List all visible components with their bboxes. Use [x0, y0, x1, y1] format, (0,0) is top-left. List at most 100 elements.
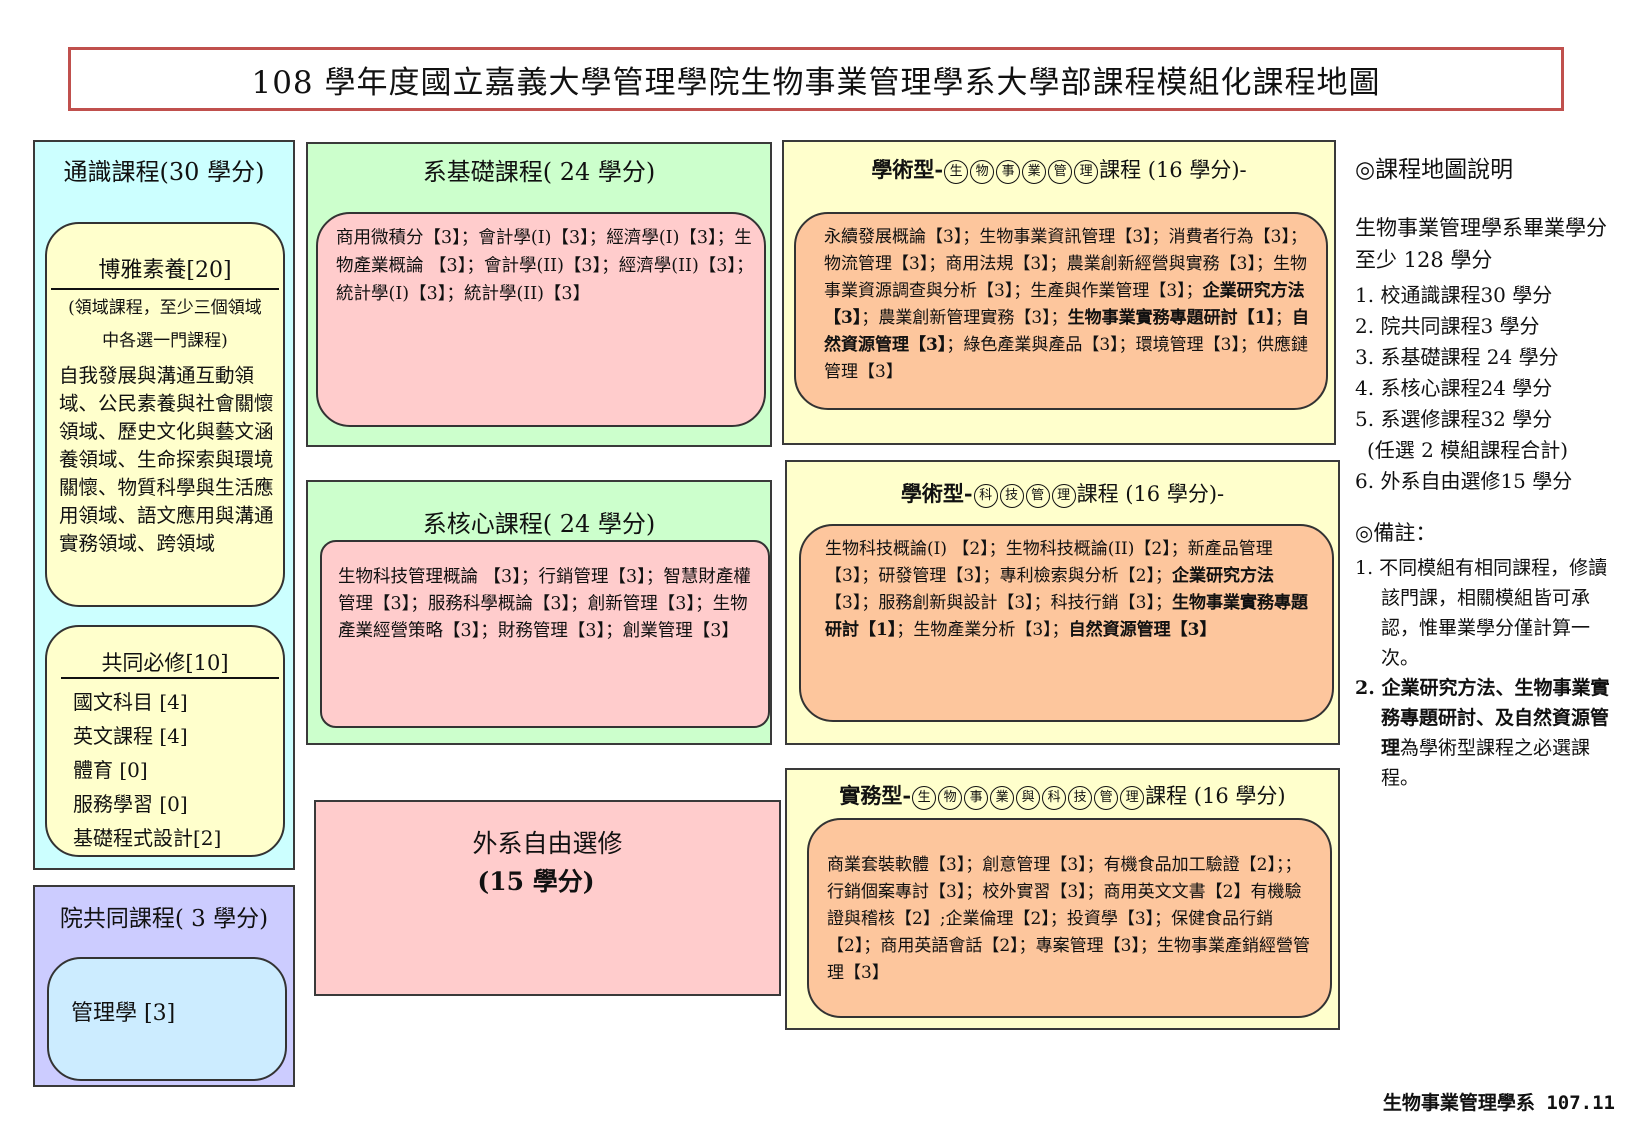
college-common-box: 管理學 [3]: [47, 957, 287, 1081]
circle-char: 理: [1120, 785, 1145, 810]
circle-char: 事: [996, 159, 1021, 184]
circle-char: 技: [1068, 785, 1093, 810]
list-item: 國文科目 [4]: [73, 690, 188, 714]
circle-char: 與: [1016, 785, 1041, 810]
academic-tech-required-2: 生物事業實務專題研討【1】: [825, 593, 1308, 640]
academic-bio-box: 永續發展概論【3】；生物事業資訊管理【3】；消費者行為【3】；物流管理【3】；商…: [794, 212, 1328, 410]
circle-char: 業: [990, 785, 1015, 810]
practical-prefix: 實務型-: [839, 783, 912, 808]
core-courses-panel: 系核心課程( 24 學分) 生物科技管理概論 【3】；行銷管理【3】；智慧財產權…: [306, 480, 772, 745]
academic-tech-required-1: 企業研究方法: [1171, 566, 1274, 586]
academic-bio-text: ；: [1275, 308, 1292, 328]
core-courses-list: 生物科技管理概論 【3】；行銷管理【3】；智慧財產權管理【3】；服務科學概論【3…: [338, 567, 751, 641]
notes-intro: 生物事業管理學系畢業學分至少 128 學分: [1355, 216, 1607, 272]
circle-char: 業: [1022, 159, 1047, 184]
circle-char: 生: [912, 785, 937, 810]
remarks-list: 1. 不同模組有相同課程，修讀該門課，相關模組皆可承認，惟畢業學分僅計算一次。 …: [1355, 553, 1625, 793]
list-item: 1. 校通識課程30 學分: [1355, 283, 1553, 307]
page-title: 108 學年度國立嘉義大學管理學院生物事業管理學系大學部課程模組化課程地圖: [68, 47, 1564, 111]
circle-char: 理: [1074, 159, 1099, 184]
list-item: 體育 [0]: [73, 758, 148, 782]
practical-panel: 實務型-生物事業與科技管理課程 (16 學分) 商業套裝軟體【3】；創意管理【3…: [785, 768, 1340, 1030]
common-required-divider: [61, 677, 279, 679]
remarks-title: ◎備註：: [1355, 521, 1437, 545]
free-electives-line1: 外系自由選修: [472, 829, 623, 858]
common-required-title: 共同必修[10]: [101, 651, 229, 675]
college-common-course: 管理學 [3]: [71, 1001, 176, 1026]
practical-header: 實務型-生物事業與科技管理課程 (16 學分): [787, 780, 1338, 810]
academic-bio-panel: 學術型-生物事業管理課程 (16 學分)- 永續發展概論【3】；生物事業資訊管理…: [782, 140, 1336, 445]
list-item: 英文課程 [4]: [73, 724, 188, 748]
circle-char: 理: [1051, 483, 1076, 508]
general-education-header: 通識課程(30 學分): [63, 158, 265, 186]
liberal-arts-title: 博雅素養[20]: [98, 258, 232, 283]
circle-char: 技: [999, 483, 1024, 508]
circle-char: 科: [1042, 785, 1067, 810]
academic-bio-circles: 生物事業管理: [943, 158, 1099, 184]
liberal-arts-note: (領域課程，至少三個領域中各選一門課程): [68, 298, 262, 351]
circle-char: 管: [1048, 159, 1073, 184]
remark-bold: 2. 企業研究方法、生物事業實務專題研討、及自然資源管理: [1355, 677, 1610, 759]
academic-tech-panel: 學術型-科技管理課程 (16 學分)- 生物科技概論(I) 【2】；生物科技概論…: [785, 460, 1340, 745]
notes-list: 1. 校通識課程30 學分 2. 院共同課程3 學分 3. 系基礎課程 24 學…: [1355, 280, 1625, 497]
academic-bio-required-2: 生物事業實務專題研討【1】: [1067, 308, 1275, 328]
academic-bio-header: 學術型-生物事業管理課程 (16 學分)-: [784, 154, 1334, 184]
list-item: 3. 系基礎課程 24 學分: [1355, 345, 1559, 369]
list-item: 5. 系選修課程32 學分: [1355, 407, 1553, 431]
academic-bio-text: 永續發展概論【3】；生物事業資訊管理【3】；消費者行為【3】；物流管理【3】；商…: [824, 227, 1307, 301]
common-required-list: 國文科目 [4] 英文課程 [4] 體育 [0] 服務學習 [0] 基礎程式設計…: [73, 685, 221, 855]
academic-bio-list: 永續發展概論【3】；生物事業資訊管理【3】；消費者行為【3】；物流管理【3】；商…: [824, 224, 1312, 386]
academic-tech-required-3: 自然資源管理【3】: [1068, 620, 1217, 640]
circle-char: 管: [1094, 785, 1119, 810]
academic-bio-prefix: 學術型-: [871, 157, 944, 182]
academic-bio-required-1: 企業研究方法【3】: [824, 281, 1305, 328]
circle-char: 事: [964, 785, 989, 810]
list-item: (任選 2 模組課程合計): [1367, 438, 1569, 462]
liberal-arts-box: 博雅素養[20] (領域課程，至少三個領域中各選一門課程) 自我發展與溝通互動領…: [45, 222, 285, 607]
notes-column: ◎課程地圖說明 生物事業管理學系畢業學分至少 128 學分 1. 校通識課程30…: [1355, 150, 1625, 850]
footer-credit: 生物事業管理學系 107.11: [1382, 1092, 1615, 1114]
circle-char: 物: [970, 159, 995, 184]
academic-tech-circles: 科技管理: [973, 482, 1077, 508]
circle-char: 物: [938, 785, 963, 810]
liberal-arts-domains: 自我發展與溝通互動領域、公民素養與社會關懷領域、歷史文化與藝文涵養領域、生命探索…: [59, 364, 274, 555]
liberal-arts-divider: [51, 288, 279, 290]
academic-tech-suffix: 課程 (16 學分)-: [1076, 482, 1225, 506]
list-item: 6. 外系自由選修15 學分: [1355, 469, 1573, 493]
practical-box: 商業套裝軟體【3】；創意管理【3】；有機食品加工驗證【2】；；行銷個案專討【3】…: [807, 818, 1332, 1018]
core-courses-header: 系核心課程( 24 學分): [422, 510, 656, 538]
academic-tech-text: ；生物產業分析【3】；: [896, 620, 1069, 640]
basic-courses-panel: 系基礎課程( 24 學分) 商用微積分【3】；會計學(I)【3】；經濟學(I)【…: [306, 142, 772, 447]
list-item: 4. 系核心課程24 學分: [1355, 376, 1553, 400]
practical-circles: 生物事業與科技管理: [911, 784, 1145, 810]
list-item: 服務學習 [0]: [73, 792, 188, 816]
academic-tech-text: 生物科技概論(I) 【2】；生物科技概論(II)【2】；新產品管理【3】；研發管…: [825, 539, 1273, 586]
remark-item: 1. 不同模組有相同課程，修讀該門課，相關模組皆可承認，惟畢業學分僅計算一次。: [1355, 557, 1608, 669]
academic-tech-list: 生物科技概論(I) 【2】；生物科技概論(II)【2】；新產品管理【3】；研發管…: [825, 536, 1318, 644]
page-title-text: 108 學年度國立嘉義大學管理學院生物事業管理學系大學部課程模組化課程地圖: [251, 64, 1381, 101]
remark-item: 2. 企業研究方法、生物事業實務專題研討、及自然資源管理為學術型課程之必選課程。: [1355, 673, 1625, 793]
academic-bio-required-3: 自然資源管理【3】: [824, 308, 1309, 355]
basic-courses-box: 商用微積分【3】；會計學(I)【3】；經濟學(I)【3】；生物產業概論 【3】；…: [316, 212, 766, 427]
common-required-box: 共同必修[10] 國文科目 [4] 英文課程 [4] 體育 [0] 服務學習 […: [45, 625, 285, 857]
circle-char: 科: [973, 483, 998, 508]
practical-suffix: 課程 (16 學分): [1145, 784, 1286, 808]
college-common-panel: 院共同課程( 3 學分) 管理學 [3]: [33, 885, 295, 1087]
academic-tech-text: 【3】；服務創新與設計【3】；科技行銷【3】；: [825, 593, 1172, 613]
free-electives-line2: (15 學分): [477, 867, 595, 896]
list-item: 基礎程式設計[2]: [73, 826, 222, 850]
core-courses-box: 生物科技管理概論 【3】；行銷管理【3】；智慧財產權管理【3】；服務科學概論【3…: [320, 540, 770, 728]
basic-courses-list: 商用微積分【3】；會計學(I)【3】；經濟學(I)【3】；生物產業概論 【3】；…: [336, 228, 754, 304]
academic-tech-box: 生物科技概論(I) 【2】；生物科技概論(II)【2】；新產品管理【3】；研發管…: [799, 524, 1334, 722]
college-common-header: 院共同課程( 3 學分): [59, 906, 269, 932]
circle-char: 管: [1025, 483, 1050, 508]
academic-tech-header: 學術型-科技管理課程 (16 學分)-: [787, 478, 1338, 508]
list-item: 2. 院共同課程3 學分: [1355, 314, 1540, 338]
remark-text: 為學術型課程之必選課程。: [1381, 737, 1591, 789]
practical-list: 商業套裝軟體【3】；創意管理【3】；有機食品加工驗證【2】；；行銷個案專討【3】…: [827, 855, 1310, 983]
notes-title: ◎課程地圖說明: [1355, 157, 1514, 183]
basic-courses-header: 系基礎課程( 24 學分): [422, 158, 656, 186]
free-electives-panel: 外系自由選修 (15 學分): [314, 800, 781, 996]
general-education-panel: 通識課程(30 學分) 博雅素養[20] (領域課程，至少三個領域中各選一門課程…: [33, 140, 295, 870]
academic-bio-text: ；綠色產業與產品【3】；環境管理【3】；供應鏈管理【3】: [824, 335, 1308, 382]
